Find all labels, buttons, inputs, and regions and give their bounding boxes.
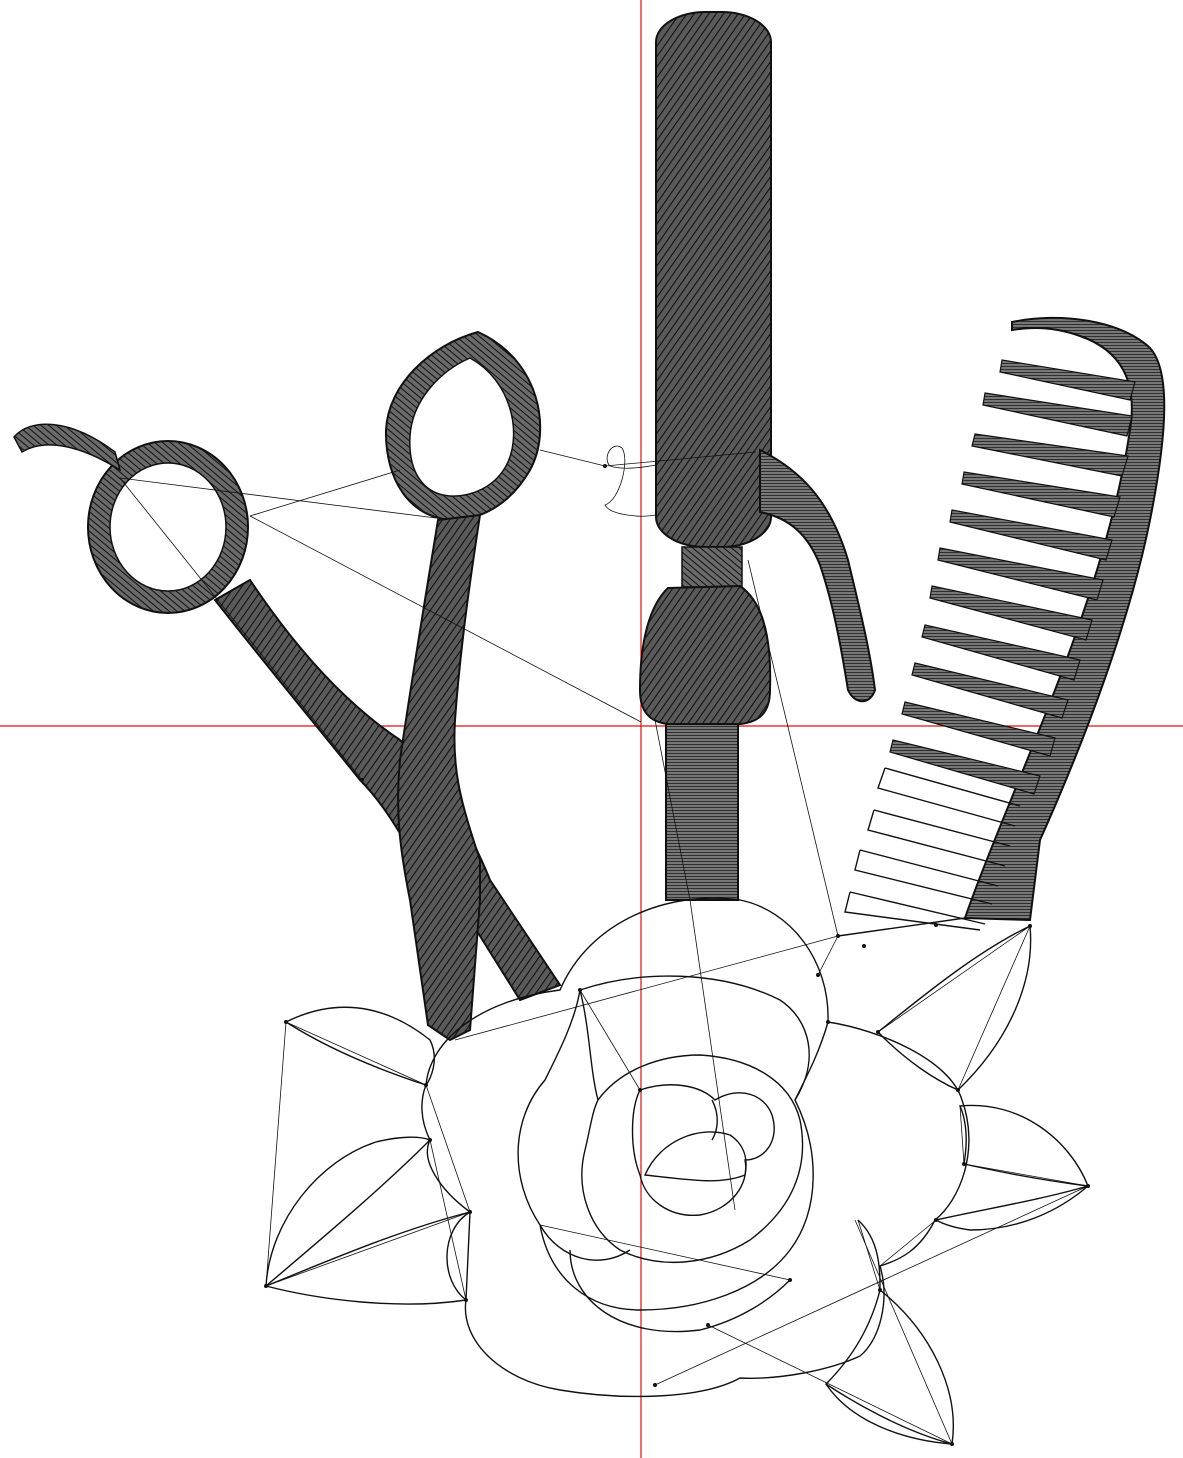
stitch-nodes (264, 464, 1090, 1446)
rose-petal-2 (581, 1054, 804, 1264)
leaf-icon[interactable] (263, 924, 1090, 1445)
scissors-icon[interactable] (13, 330, 562, 1042)
jump-stitches (119, 449, 1089, 1445)
rose-icon[interactable] (421, 897, 970, 1398)
comb-teeth-outline (837, 767, 1021, 937)
rose-petal-3 (631, 1084, 775, 1216)
comb-icon[interactable] (837, 316, 1166, 937)
curling-iron-barrel (655, 11, 772, 548)
scissors-blade-left (213, 578, 562, 1002)
scissors-blade-right (397, 513, 482, 1042)
curling-iron-collar (638, 584, 772, 725)
curling-iron-neck (681, 546, 743, 588)
leaf-right-mid (958, 1104, 1090, 1187)
scissors-tang (13, 423, 122, 472)
leaf-left-mid (265, 1136, 432, 1288)
curling-iron-icon[interactable] (604, 11, 877, 901)
rose-outer (421, 897, 970, 1398)
comb-spine (963, 316, 1166, 922)
comb-teeth (889, 359, 1136, 795)
leaf-bottom (824, 1288, 954, 1445)
leaf-left-bottom (263, 1211, 471, 1305)
curling-iron-clamp (759, 448, 877, 703)
leaf-right-low (934, 1185, 1089, 1231)
rose-bud (643, 1131, 747, 1182)
leaf-left-top (284, 1006, 435, 1086)
rose-petal-1 (517, 975, 814, 1311)
curling-iron-handle (665, 723, 739, 901)
leaf-right-top (876, 924, 1032, 1091)
